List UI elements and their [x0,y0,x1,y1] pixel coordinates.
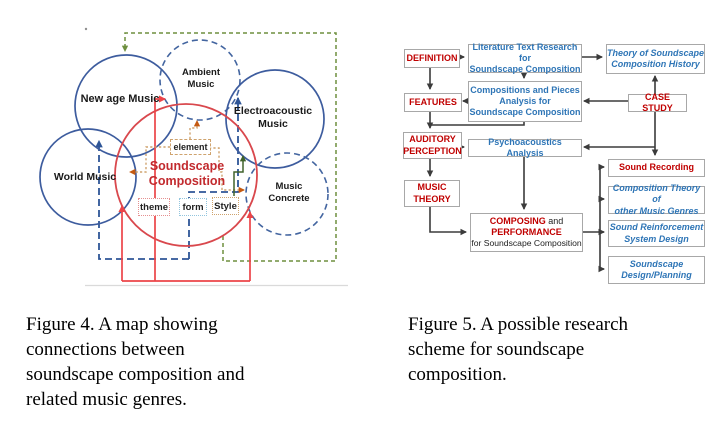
circle-electroacoustic-music [225,69,325,169]
circle-music-concrete [245,152,329,236]
flow-node-theory-history: Theory of Soundscape Composition History [606,44,705,74]
flow-node-soundscape-design: Soundscape Design/Planning [608,256,705,284]
style-connector-green [233,155,247,196]
circle-world-music [39,128,137,226]
form-box: form [179,198,207,216]
element-box: element [170,139,211,155]
flow-node-compositions: Compositions and Pieces Analysis for Sou… [468,81,582,122]
label-soundscape-composition: Soundscape Composition [148,159,226,188]
circle-new-age-music [74,54,178,158]
circle-soundscape-composition [114,103,258,247]
label-ambient-music: Ambient Music [182,67,220,90]
label-music-concrete: Music Concrete [268,181,310,204]
label-new-age-music: New age Music [80,93,160,105]
caption-figure4: Figure 4. A map showing connections betw… [26,314,245,410]
scan-dot [84,27,88,31]
circle-ambient-music [159,39,241,121]
element-connector-up [189,120,201,139]
line-composing-trunk [581,167,601,269]
flow-node-features: FEATURES [404,93,462,112]
element-connector-right [209,147,245,194]
red-connector-newage [154,95,167,281]
flow-node-case-study: CASE STUDY [628,92,687,113]
flow-node-psychoacoustics: Psychoacoustics Analysis [468,137,582,158]
flow-node-sound-reinforcement: Sound Reinforcement System Design [608,220,705,247]
arrow-musictheory-to-composing [429,205,468,236]
theme-box: theme [138,198,170,216]
label-electroacoustic-music: Electroacoustic Music [233,105,313,130]
blue-dashed-connector-right [188,96,242,259]
flow-node-composing-performance: COMPOSING and PERFORMANCE for Soundscape… [470,213,583,252]
flow-node-auditory-perception: AUDITORY PERCEPTION [403,132,462,159]
style-box: Style [212,197,239,215]
flow-node-music-theory: MUSIC THEORY [404,180,460,207]
element-connector-left [129,146,170,176]
flow-node-definition: DEFINITION [404,49,460,68]
blue-dashed-connector-left [95,139,189,260]
label-world-music: World Music [53,171,117,183]
flow-node-literature: Literature Text Research for Soundscape … [468,41,582,75]
green-dashed-connector [121,32,337,262]
flow-node-sound-recording: Sound Recording [608,159,705,177]
figure4-diagram [39,27,348,287]
figure5-arrows [426,53,659,273]
caption-figure5: Figure 5. A possible research scheme for… [408,314,629,385]
flow-node-composition-theory: Composition Theory of other Music Genres [608,183,705,216]
